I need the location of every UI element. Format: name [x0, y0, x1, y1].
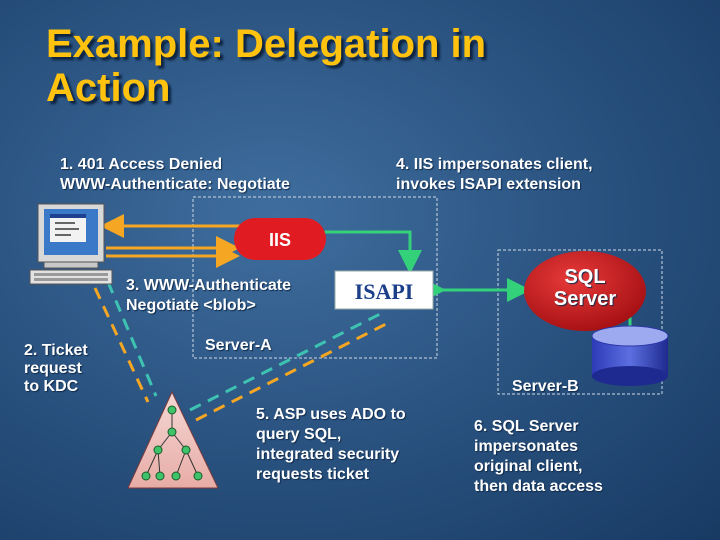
iis-to-isapi-arrow	[318, 230, 422, 274]
iis-label: IIS	[269, 230, 291, 250]
step3-label: 3. WWW-Authenticate Negotiate <blob>	[126, 277, 291, 314]
server-b-label: Server-B	[512, 378, 579, 395]
isapi-node	[334, 270, 434, 310]
slide-title: Example: Delegation in Action	[46, 22, 487, 110]
step6-label: 6. SQL Server impersonates original clie…	[474, 418, 603, 495]
kdc-tree-icon	[127, 390, 219, 489]
server-a-boundary	[192, 196, 438, 359]
isapi-label: ISAPI	[355, 279, 414, 304]
ticket-path-teal	[106, 281, 158, 397]
database-icon	[591, 325, 669, 386]
kdc-isapi-path-orange	[195, 320, 391, 422]
iis-node	[234, 218, 326, 260]
step1-label: 1. 401 Access Denied WWW-Authenticate: N…	[60, 156, 290, 193]
step4-label: 4. IIS impersonates client, invokes ISAP…	[396, 156, 593, 193]
sql-server-label: SQL Server	[553, 266, 617, 310]
step2-label: 2. Ticket request to KDC	[24, 342, 88, 395]
kdc-isapi-path-teal	[189, 311, 383, 412]
server-b-boundary	[497, 249, 663, 395]
ticket-path-orange	[93, 287, 150, 403]
server-a-label: Server-A	[205, 337, 272, 354]
computer-icon	[29, 203, 113, 285]
step5-label: 5. ASP uses ADO to query SQL, integrated…	[256, 406, 406, 483]
sql-server-node	[524, 251, 646, 331]
